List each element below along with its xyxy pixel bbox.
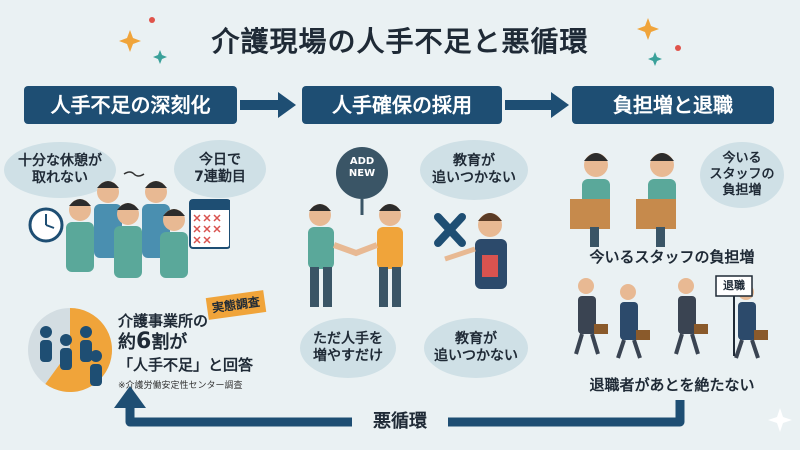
cross-mark-icon bbox=[434, 213, 466, 247]
resign-sign-text: 退職 bbox=[723, 279, 745, 292]
stat-line-2: 約6割が bbox=[118, 328, 187, 354]
stat-line-3: 「人手不足」と回答 bbox=[118, 356, 254, 374]
stat-big-number: 6 bbox=[136, 329, 152, 354]
hiring-illustration bbox=[308, 147, 507, 307]
bubble-education-lag-top: 教育が 追いつかない bbox=[420, 140, 528, 200]
cycle-label: 悪循環 bbox=[352, 408, 448, 436]
bubble-no-break: 十分な休憩が 取れない bbox=[4, 142, 116, 198]
bubble-7-days: 今日で 7連勤目 bbox=[174, 140, 266, 198]
stat-note: ※介護労働安定性センター調査 bbox=[118, 381, 243, 391]
clock-icon bbox=[28, 207, 64, 243]
stat-suffix: 割が bbox=[151, 332, 188, 353]
add-new-sign-icon bbox=[336, 147, 388, 215]
bubble-education-lag-bottom: 教育が 追いつかない bbox=[424, 318, 528, 378]
caption-burden: 今いるスタッフの負担増 bbox=[589, 248, 755, 266]
add-new-sign-text: ADD NEW bbox=[348, 156, 376, 179]
shortage-pie-chart bbox=[28, 308, 112, 392]
calendar-icon bbox=[189, 199, 230, 249]
stat-prefix: 約 bbox=[118, 332, 136, 353]
caption-resign: 退職者があとを絶たない bbox=[589, 376, 755, 394]
page-title: 介護現場の人手不足と悪循環 bbox=[211, 25, 589, 58]
tired-staff-illustration bbox=[28, 171, 230, 278]
bubble-burden: 今いる スタッフの 負担増 bbox=[700, 142, 784, 208]
stage-header-hiring: 人手確保の採用 bbox=[302, 86, 502, 124]
resigning-staff-illustration bbox=[574, 275, 768, 359]
bubble-just-add-staff: ただ人手を 増やすだけ bbox=[300, 318, 396, 378]
burdened-staff-illustration bbox=[570, 153, 676, 247]
stage-header-shortage: 人手不足の深刻化 bbox=[24, 86, 237, 124]
stage-header-burden: 負担増と退職 bbox=[572, 86, 774, 124]
stat-line-1: 介護事業所の bbox=[118, 312, 209, 330]
